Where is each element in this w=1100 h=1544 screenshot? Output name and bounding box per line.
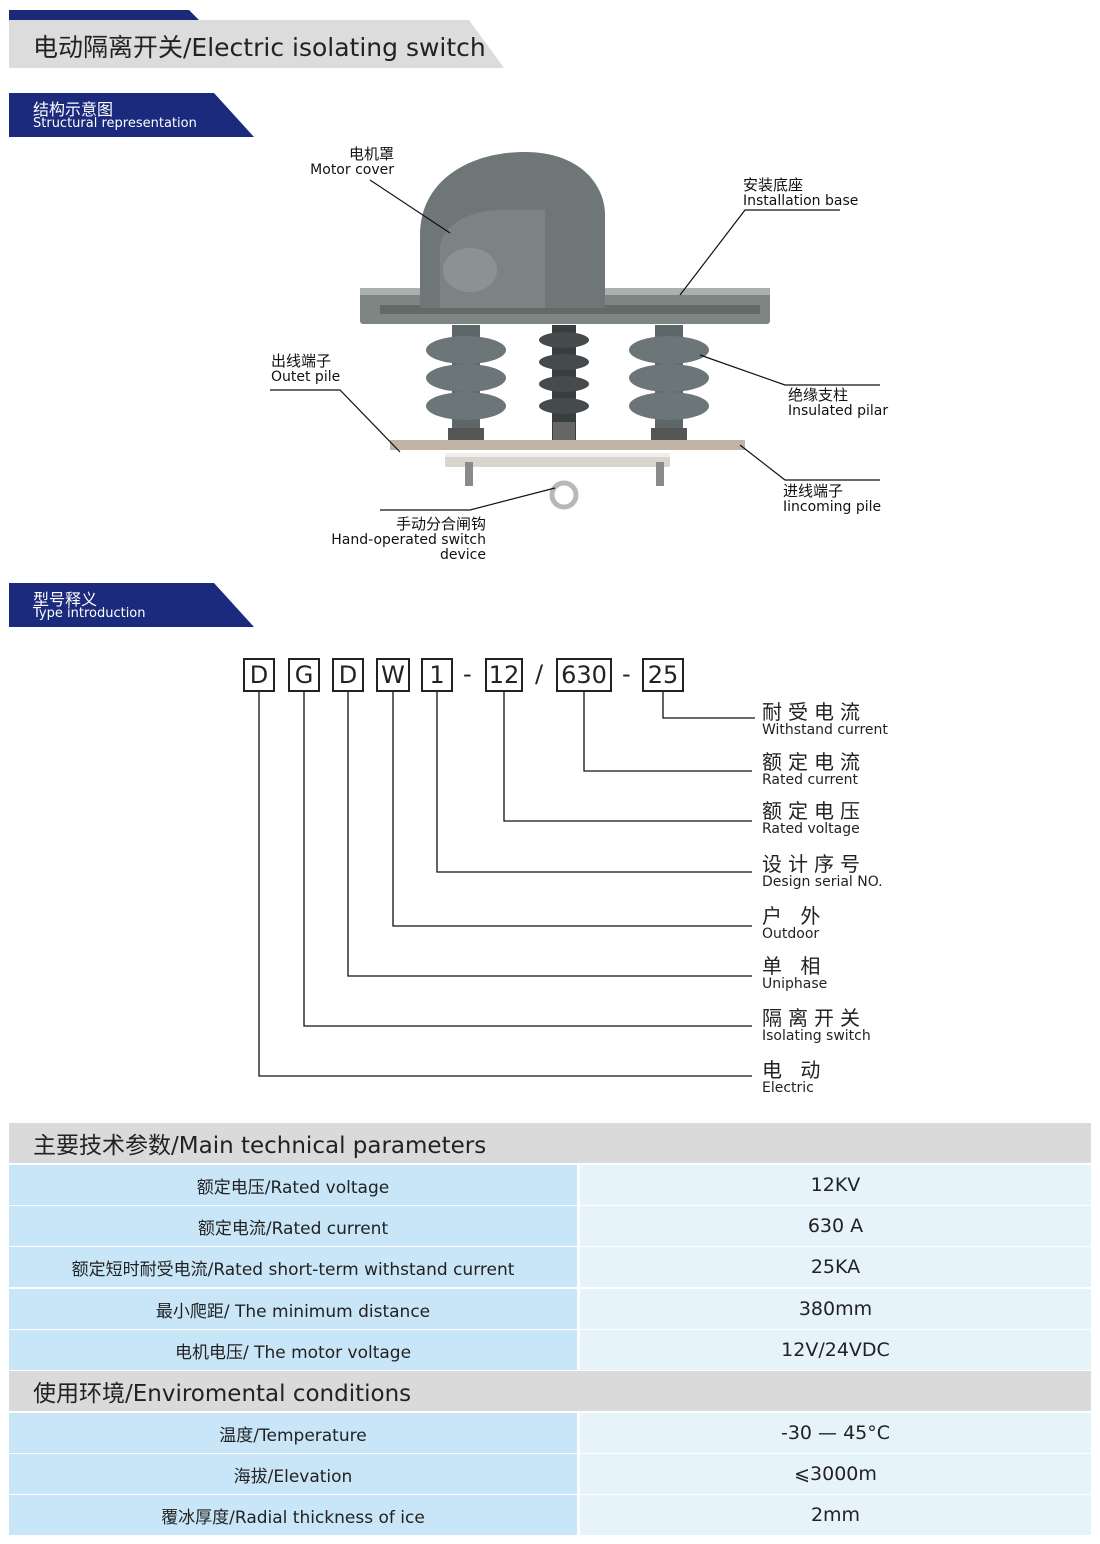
param-label: 额定电流/Rated current — [9, 1206, 577, 1246]
table-row: 海拔/Elevation ⩽3000m — [9, 1454, 1091, 1494]
param-label: 额定电压/Rated voltage — [9, 1165, 577, 1205]
section-tag-structure: 结构示意图 Structural representation — [9, 93, 254, 137]
insulator-left — [426, 325, 506, 448]
meaning-outdoor: 户 外 Outdoor — [762, 904, 827, 942]
table-row: 覆冰厚度/Radial thickness of ice 2mm — [9, 1495, 1091, 1535]
meaning-uniphase: 单 相 Uniphase — [762, 954, 828, 992]
code-separator: - — [622, 660, 631, 688]
meaning-rated-current: 额定电流 Rated current — [762, 750, 866, 788]
section-tag-cn: 结构示意图 — [33, 100, 114, 119]
table-row: 温度/Temperature -30 — 45°C — [9, 1413, 1091, 1453]
leader-lines — [270, 179, 880, 511]
motor-shaft-cap — [443, 248, 497, 292]
param-label: 最小爬距/ The minimum distance — [9, 1289, 577, 1329]
page-title: 电动隔离开关/Electric isolating switch — [33, 33, 486, 62]
code-separator: / — [535, 660, 544, 688]
param-label: 电机电压/ The motor voltage — [9, 1330, 577, 1370]
param-value: 380mm — [580, 1289, 1091, 1329]
section-tag-en: Type introduction — [33, 606, 146, 621]
structure-diagram: 电机罩 Motor cover 安装底座 Installation base 出… — [0, 140, 1100, 570]
code-box-serial: 1 — [421, 658, 453, 692]
code-box-uniphase: D — [332, 658, 364, 692]
main-params-heading: 主要技术参数/Main technical parameters — [9, 1123, 1091, 1163]
code-box-withstand: 25 — [642, 658, 684, 692]
table-row: 最小爬距/ The minimum distance 380mm — [9, 1289, 1091, 1329]
table-row: 额定短时耐受电流/Rated short-term withstand curr… — [9, 1247, 1091, 1287]
section-tag-type: 型号释义 Type introduction — [9, 583, 254, 627]
bolt-right — [656, 462, 664, 486]
param-value: 12KV — [580, 1165, 1091, 1205]
label-insulated-pilar: 绝缘支柱 Insulated pilar — [788, 386, 889, 419]
switch-illustration — [270, 152, 880, 511]
table-row: 额定电流/Rated current 630 A — [9, 1206, 1091, 1246]
env-label: 海拔/Elevation — [9, 1454, 577, 1494]
title-accent — [9, 10, 199, 20]
meaning-electric: 电 动 Electric — [762, 1058, 827, 1096]
bolt-left — [465, 462, 473, 486]
code-separator: - — [463, 660, 472, 688]
label-hand-operated: 手动分合闸钩 Hand-operated switch device — [331, 515, 486, 563]
env-value: 2mm — [580, 1495, 1091, 1535]
type-code-lines — [258, 692, 755, 1077]
table-row: 额定电压/Rated voltage 12KV — [9, 1165, 1091, 1205]
meaning-rated-voltage: 额定电压 Rated voltage — [762, 799, 866, 837]
type-code-diagram: D G D W 1 - 12 / 630 - 25 耐受电流 Withstand… — [0, 640, 1100, 1110]
insulator-right — [629, 325, 709, 448]
meaning-withstand-current: 耐受电流 Withstand current — [762, 700, 888, 738]
param-value: 25KA — [580, 1247, 1091, 1287]
meaning-design-serial: 设计序号 Design serial NO. — [762, 852, 883, 890]
code-box-isolating: G — [288, 658, 320, 692]
env-label: 温度/Temperature — [9, 1413, 577, 1453]
env-heading: 使用环境/Enviromental conditions — [9, 1371, 1091, 1411]
section-tag-cn: 型号释义 — [33, 590, 98, 609]
terminal-plates — [390, 440, 745, 450]
param-label: 额定短时耐受电流/Rated short-term withstand curr… — [9, 1247, 577, 1287]
code-box-current: 630 — [556, 658, 612, 692]
rail-groove — [380, 305, 760, 314]
label-motor-cover: 电机罩 Motor cover — [310, 145, 394, 178]
param-value: 12V/24VDC — [580, 1330, 1091, 1370]
pull-ring — [549, 480, 579, 510]
table-row: 电机电压/ The motor voltage 12V/24VDC — [9, 1330, 1091, 1370]
meaning-isolating-switch: 隔离开关 Isolating switch — [762, 1006, 871, 1044]
env-value: -30 — 45°C — [580, 1413, 1091, 1453]
insulator-middle — [539, 325, 589, 450]
title-banner: 电动隔离开关/Electric isolating switch — [9, 10, 504, 68]
label-incoming-pile: 进线端子 Iincoming pile — [783, 482, 882, 515]
label-installation-base: 安装底座 Installation base — [743, 176, 859, 209]
code-box-electric: D — [243, 658, 275, 692]
env-label: 覆冰厚度/Radial thickness of ice — [9, 1495, 577, 1535]
code-box-voltage: 12 — [485, 658, 523, 692]
section-tag-en: Structural representation — [33, 116, 197, 131]
switch-blade-highlight — [445, 453, 670, 457]
env-value: ⩽3000m — [580, 1454, 1091, 1494]
label-outet-pile: 出线端子 Outet pile — [271, 352, 341, 385]
param-value: 630 A — [580, 1206, 1091, 1246]
code-box-outdoor: W — [376, 658, 410, 692]
title-background — [9, 20, 504, 68]
